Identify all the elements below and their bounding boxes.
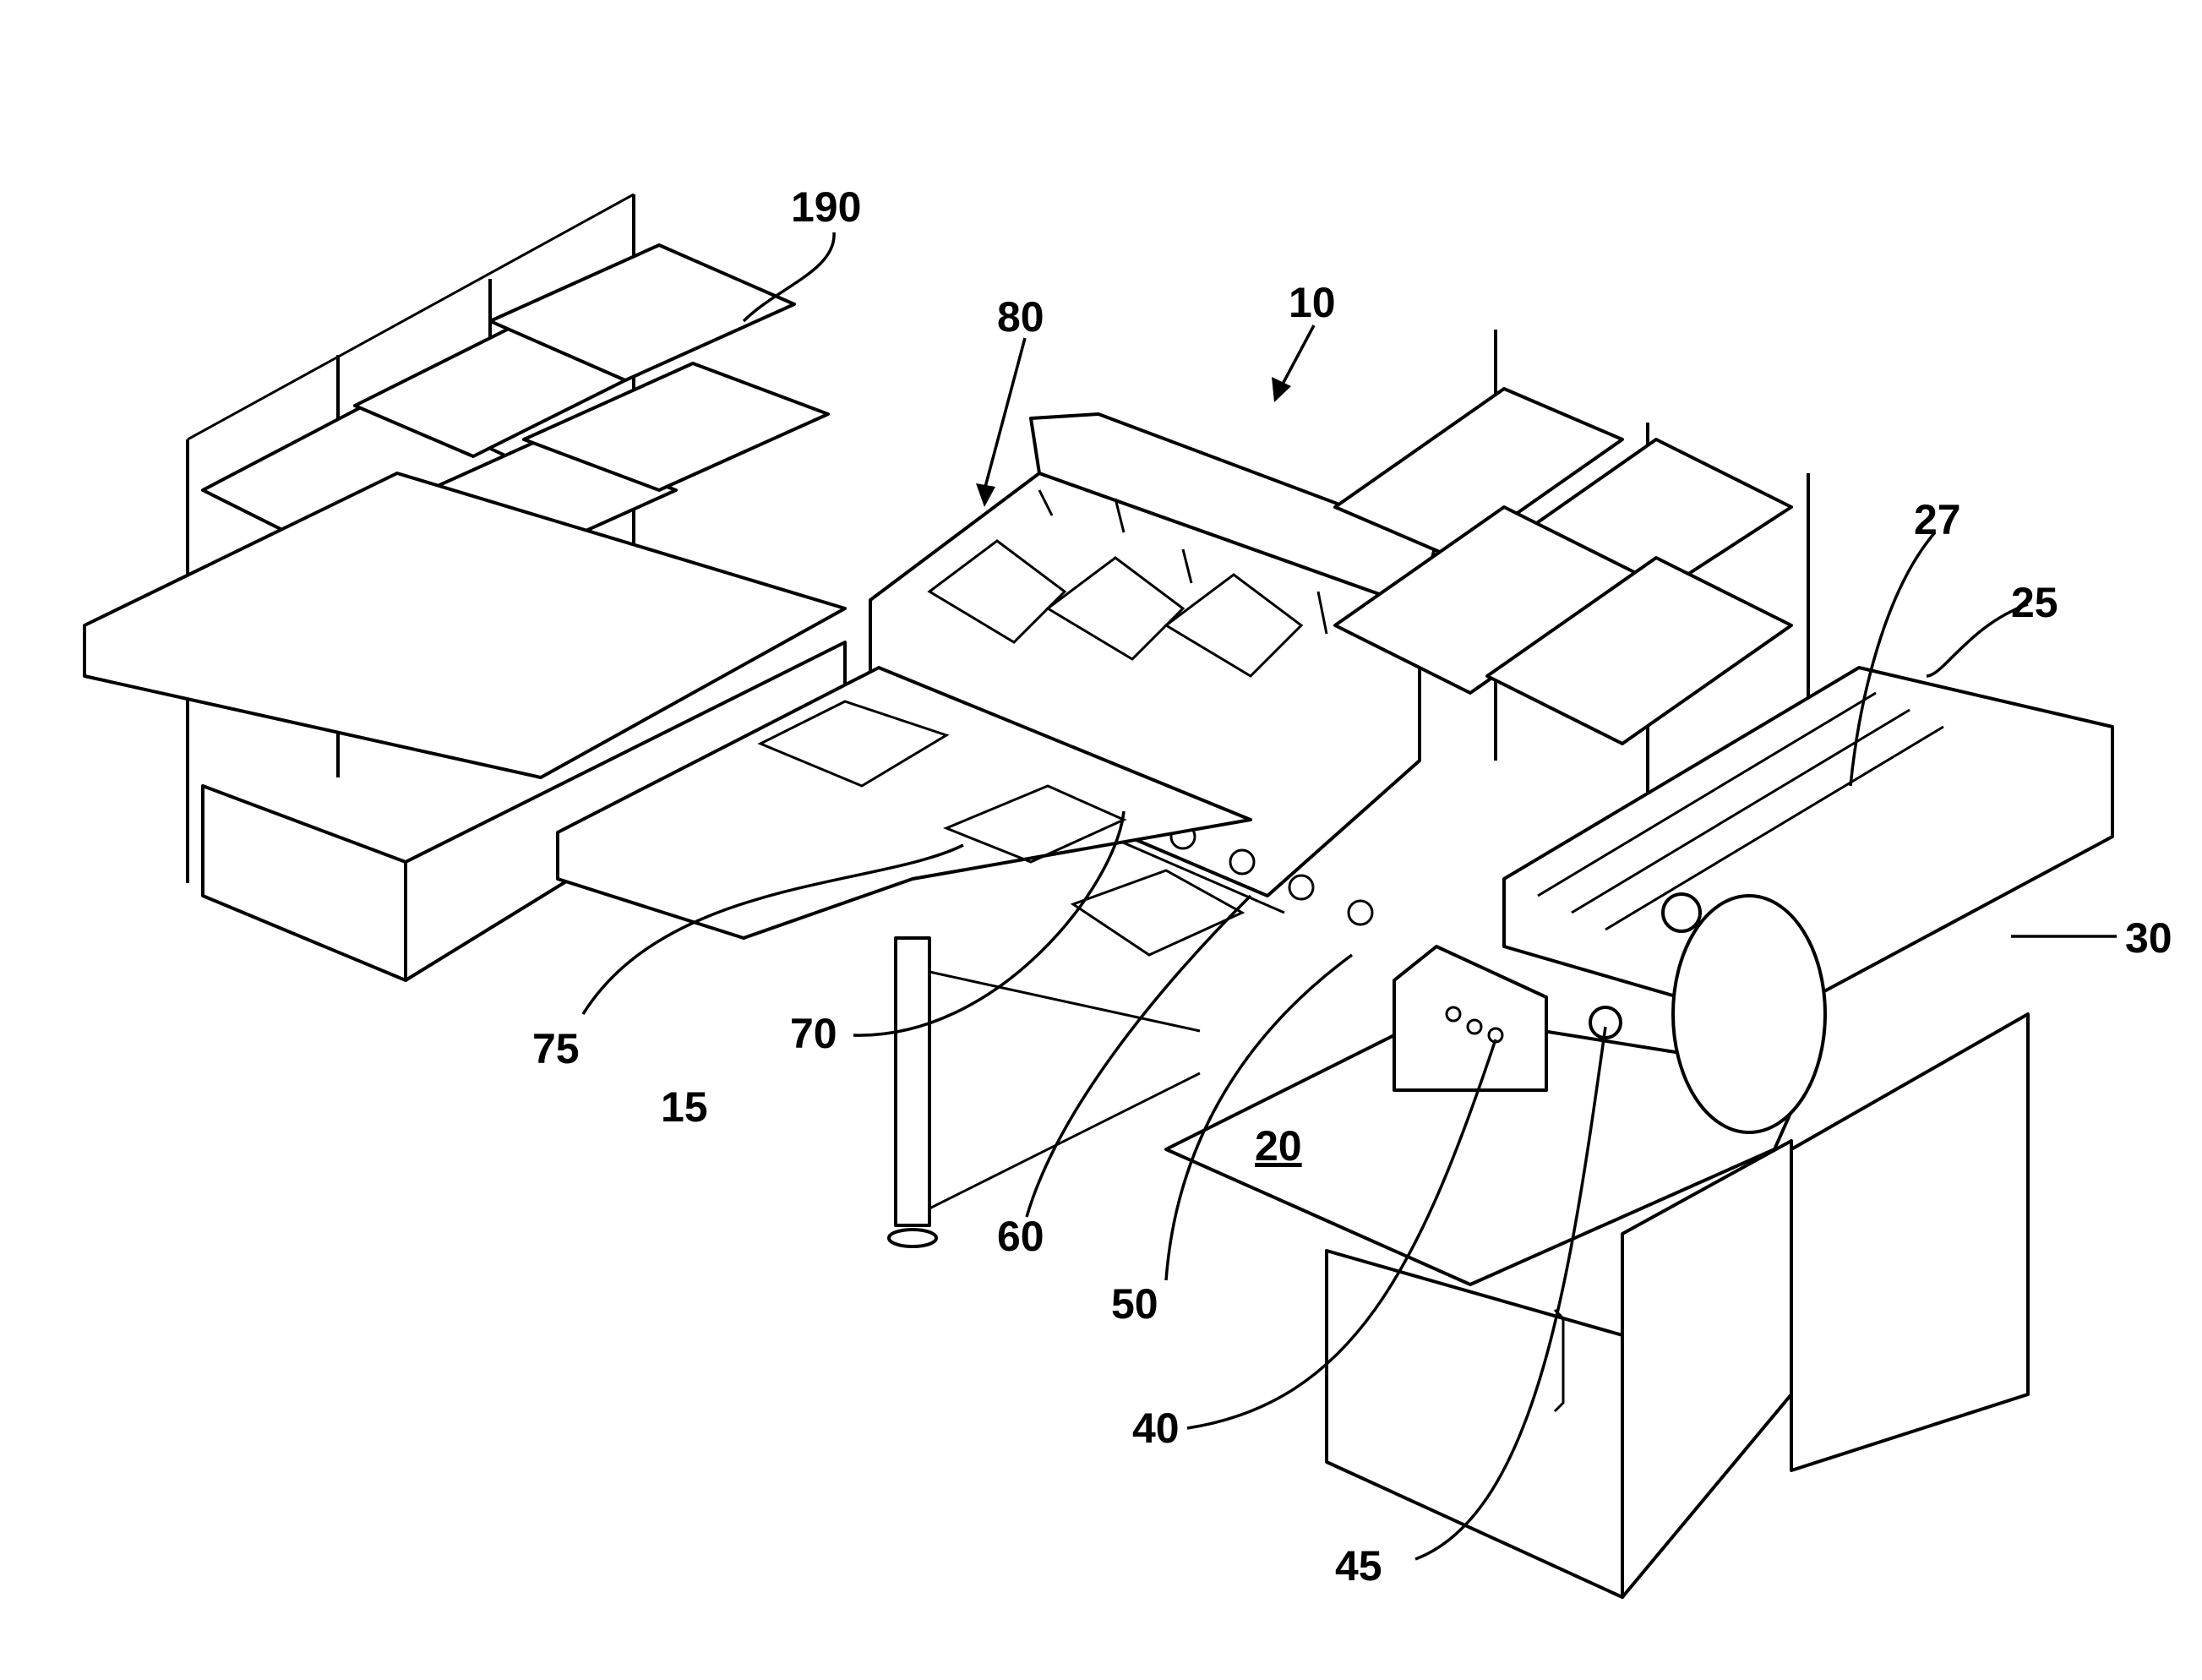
- label-60: 60: [997, 1213, 1044, 1260]
- label-80: 80: [997, 293, 1044, 341]
- label-30: 30: [2125, 914, 2172, 962]
- label-75: 75: [532, 1025, 580, 1072]
- label-40: 40: [1132, 1405, 1180, 1452]
- label-50: 50: [1111, 1280, 1158, 1328]
- label-15: 15: [661, 1083, 708, 1131]
- label-20: 20: [1255, 1122, 1302, 1170]
- label-25: 25: [2011, 579, 2058, 626]
- label-27: 27: [1914, 496, 1961, 543]
- label-190: 190: [791, 183, 861, 231]
- label-70: 70: [790, 1010, 837, 1057]
- label-45: 45: [1335, 1542, 1382, 1590]
- label-10: 10: [1289, 279, 1336, 326]
